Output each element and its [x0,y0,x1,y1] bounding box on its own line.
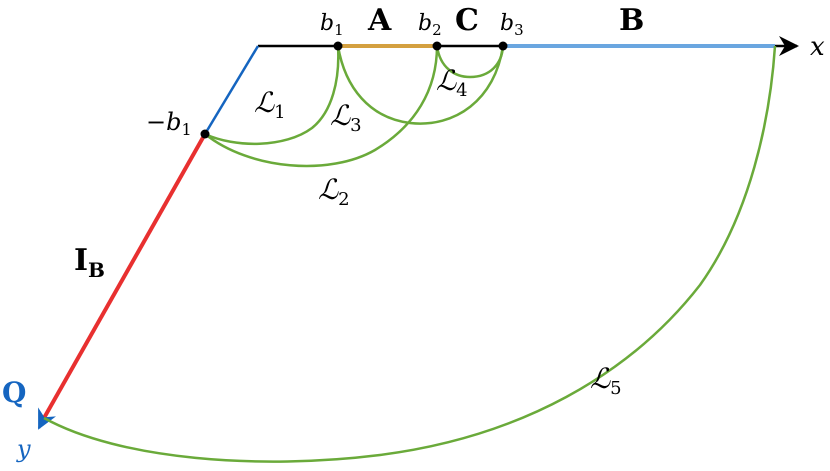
point-neg-b1 [200,129,210,139]
y-axis-upper [203,45,260,135]
label-b1: b1 [320,11,344,39]
y-axis-label: y [16,435,31,463]
label-neg-b1: −b1 [146,108,192,139]
label-L1: ℒ1 [254,86,286,123]
contour-L4 [435,45,505,79]
y-axis-arrow [37,407,56,430]
segment-IB [42,133,207,419]
label-b3: b3 [500,11,524,39]
point-b1 [333,41,343,51]
x-axis-label: x [810,32,825,62]
label-B: B [619,3,644,38]
label-b2: b2 [418,11,442,39]
label-L2: ℒ2 [318,173,350,210]
label-L4: ℒ4 [436,64,468,101]
point-b3 [498,41,508,51]
label-L3: ℒ3 [330,99,362,136]
contour-L2 [204,45,439,168]
label-A: A [367,3,392,38]
label-Q: Q [2,376,26,409]
contour-L1 [204,45,340,146]
label-L5: ℒ5 [590,362,622,399]
point-b2 [432,41,442,51]
contour-L3 [336,45,505,125]
label-C: C [455,3,479,38]
contour-L5 [43,45,777,463]
label-IB: IB [74,243,105,282]
